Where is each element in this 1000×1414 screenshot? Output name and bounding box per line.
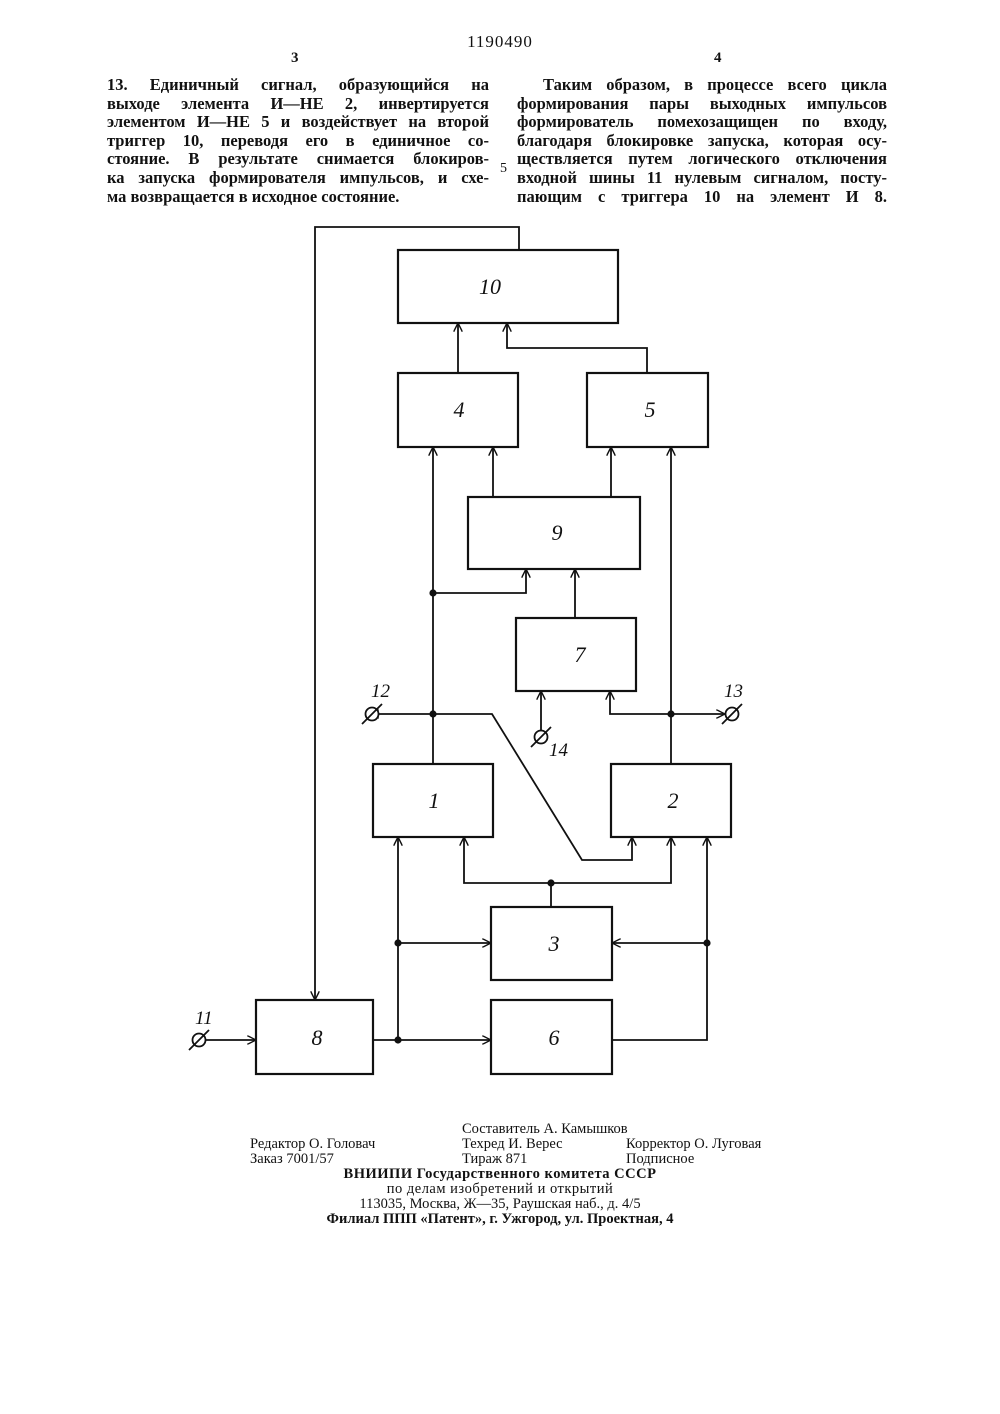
imprint-org-line-4: Филиал ППП «Патент», г. Ужгород, ул. Про… bbox=[0, 1211, 1000, 1227]
imprint-corrector: Корректор О. Луговая bbox=[626, 1136, 761, 1152]
imprint-circulation: Тираж 871 bbox=[462, 1151, 527, 1167]
block-4-label: 4 bbox=[454, 397, 465, 422]
block-7-label: 7 bbox=[575, 642, 587, 667]
terminal-12-label: 12 bbox=[371, 681, 391, 702]
terminal-11-label: 11 bbox=[195, 1008, 213, 1029]
terminal-14-label: 14 bbox=[549, 740, 569, 761]
terminal-14-symbol bbox=[531, 727, 551, 747]
imprint-compiler: Составитель А. Камышков bbox=[462, 1121, 628, 1137]
junction-dots bbox=[394, 589, 710, 1043]
block-5-label: 5 bbox=[645, 397, 656, 422]
connection-lines bbox=[204, 227, 725, 1040]
block-9-label: 9 bbox=[552, 520, 563, 545]
terminal-13-symbol bbox=[722, 704, 742, 724]
imprint-editor: Редактор О. Головач bbox=[250, 1136, 375, 1152]
block-2-label: 2 bbox=[668, 788, 679, 813]
terminal-11-symbol bbox=[189, 1030, 209, 1050]
terminal-12-symbol bbox=[362, 704, 382, 724]
imprint-org-line-1: ВНИИПИ Государственного комитета СССР bbox=[0, 1166, 1000, 1182]
block-1-label: 1 bbox=[429, 788, 440, 813]
block-10-label: 10 bbox=[479, 274, 501, 299]
block-10 bbox=[398, 250, 618, 323]
block-8-label: 8 bbox=[312, 1025, 323, 1050]
imprint-subscription: Подписное bbox=[626, 1151, 694, 1167]
terminal-13-label: 13 bbox=[724, 681, 743, 702]
block-3-label: 3 bbox=[548, 931, 560, 956]
imprint-techred: Техред И. Верес bbox=[462, 1136, 563, 1152]
imprint-org-line-3: 113035, Москва, Ж—35, Раушская наб., д. … bbox=[0, 1196, 1000, 1212]
imprint-org-line-2: по делам изобретений и открытий bbox=[0, 1181, 1000, 1197]
imprint-order: Заказ 7001/57 bbox=[250, 1151, 334, 1167]
block-6-label: 6 bbox=[549, 1025, 560, 1050]
